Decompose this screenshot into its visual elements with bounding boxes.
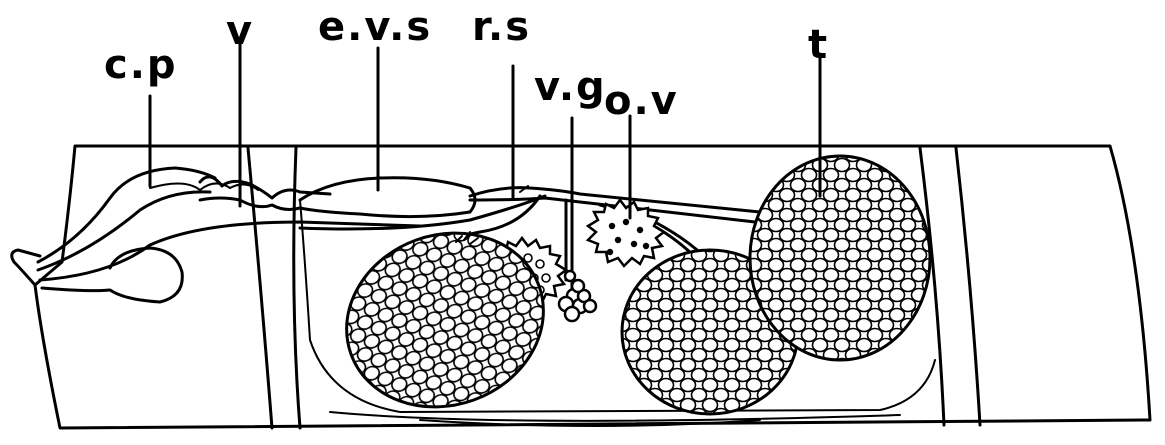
vitelline-cluster bbox=[559, 271, 596, 321]
vitelline-gland bbox=[559, 118, 596, 321]
label-rs: r.s bbox=[472, 4, 531, 50]
label-ov: o.v bbox=[604, 78, 679, 124]
testis-left bbox=[322, 206, 568, 434]
label-t: t bbox=[808, 22, 829, 68]
testis-right bbox=[750, 156, 930, 360]
label-v: v bbox=[226, 8, 254, 54]
label-evs: e.v.s bbox=[318, 4, 432, 50]
external-vesicula-seminalis bbox=[300, 178, 545, 229]
label-vg: v.g bbox=[534, 64, 607, 110]
label-cp: c.p bbox=[104, 42, 178, 88]
